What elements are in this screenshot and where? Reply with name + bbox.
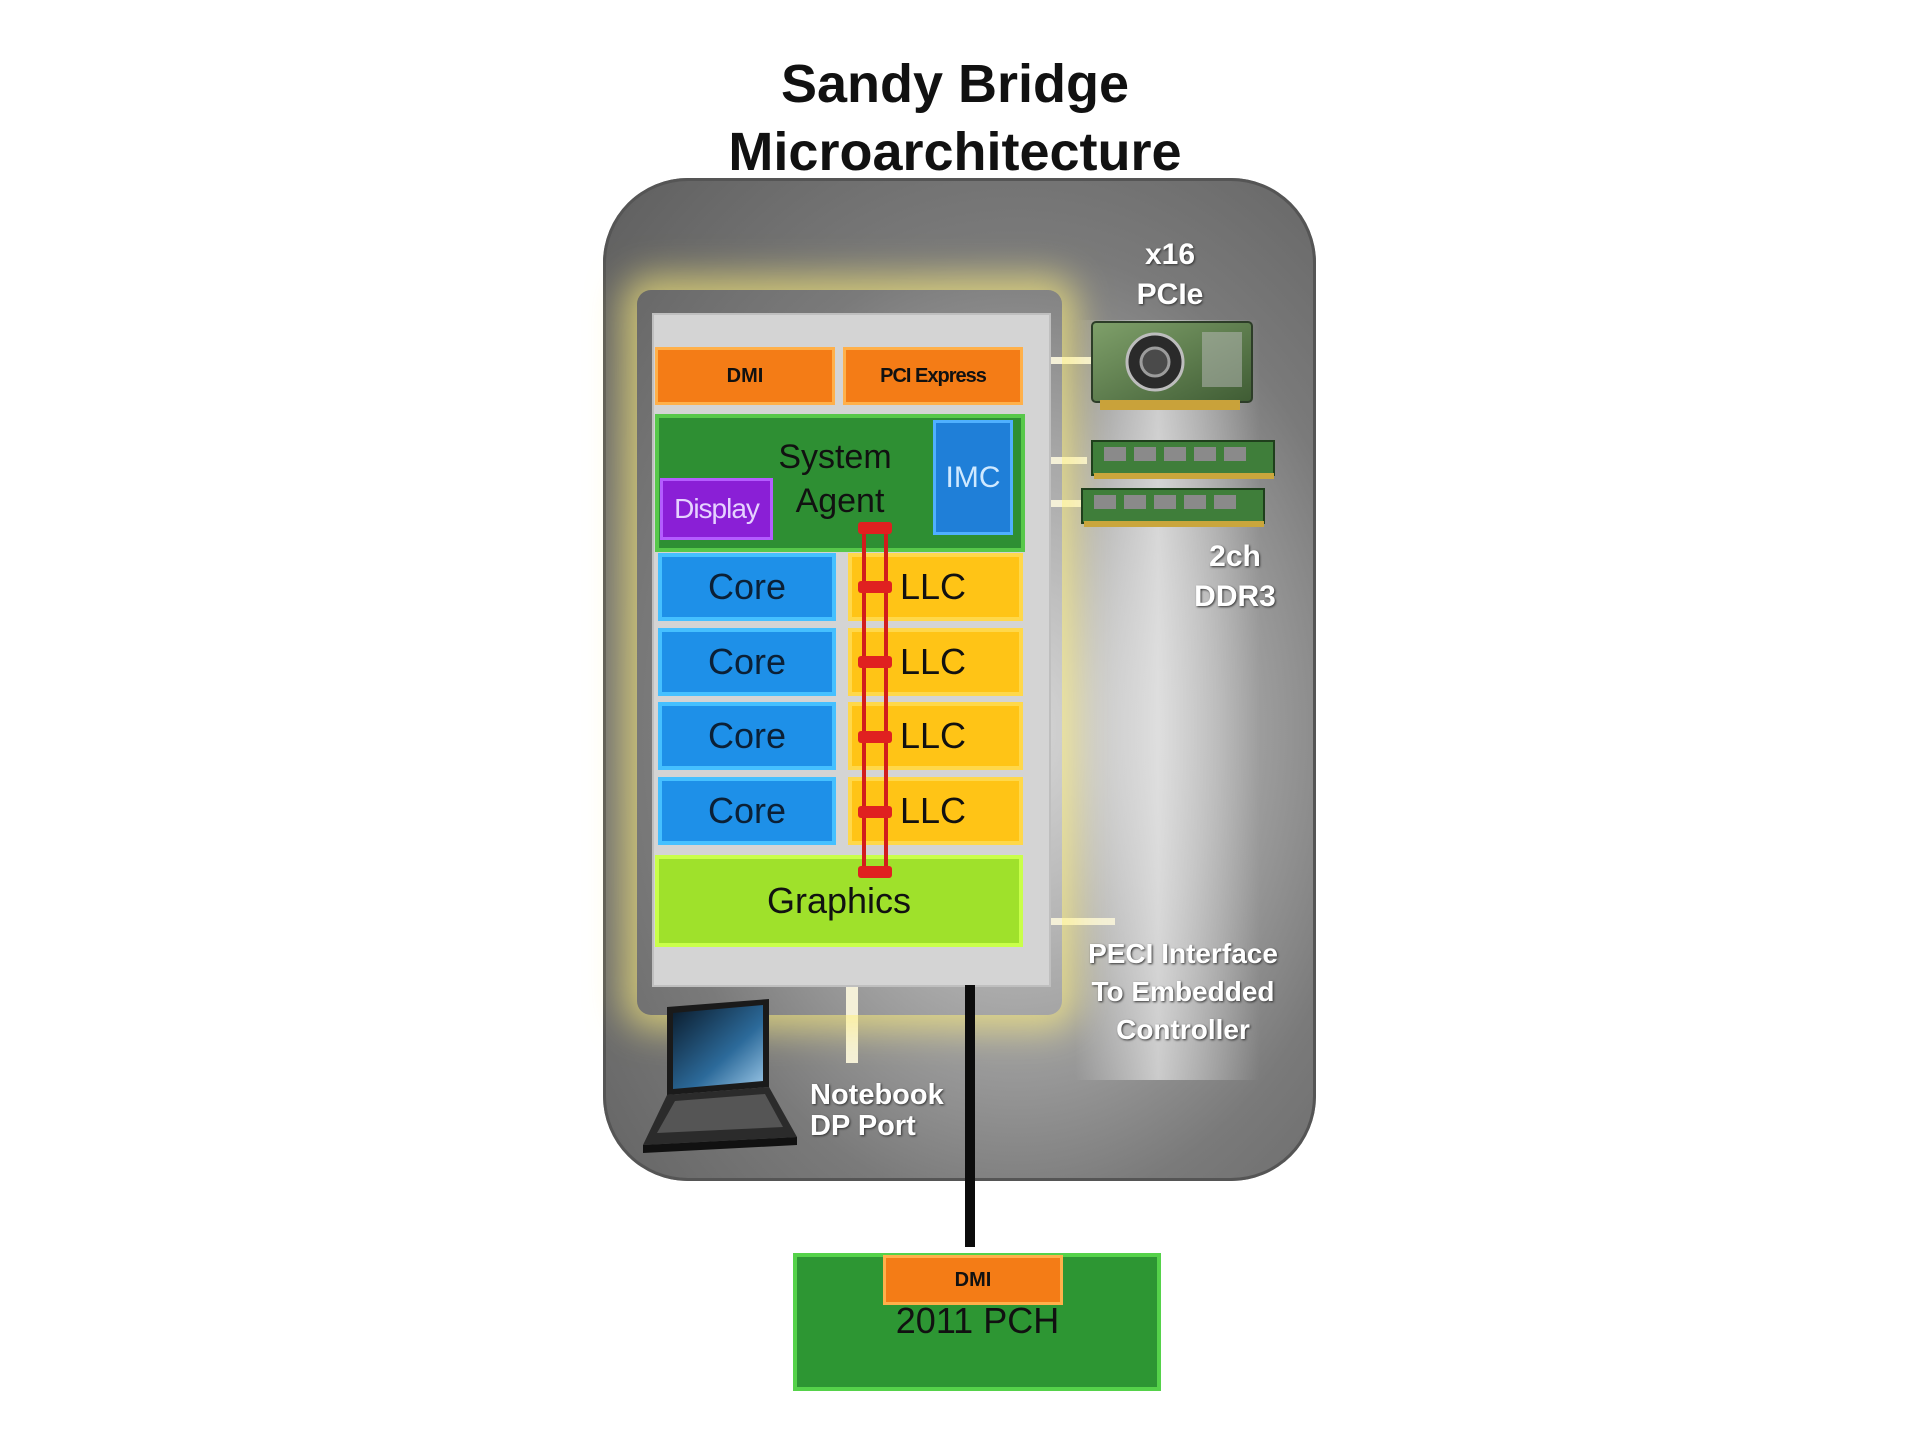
- core-block: Core: [658, 553, 836, 621]
- ring-stop: [858, 731, 892, 743]
- notebook-dp-label-line-1: Notebook: [810, 1079, 944, 1111]
- title-line-2: Microarchitecture: [728, 122, 1182, 182]
- core-block: Core: [658, 777, 836, 845]
- memory-module-icon: [1081, 488, 1265, 527]
- peci-label: PECI Interface To Embedded Controller: [1063, 935, 1303, 1049]
- diagram-title: Sandy Bridge Microarchitecture: [560, 50, 1350, 186]
- title-line-1: Sandy Bridge: [780, 54, 1130, 114]
- peci-label-line-3: Controller: [1116, 1014, 1250, 1045]
- ddr3-connector-2: [1047, 500, 1082, 507]
- graphics-card-icon: [1091, 321, 1253, 410]
- pcie-label-line-2: PCIe: [1136, 278, 1204, 311]
- notebook-dp-label-line-2: DP Port: [810, 1110, 916, 1142]
- display-block: Display: [660, 478, 773, 540]
- dmi-block: DMI: [655, 347, 835, 405]
- system-agent-label-line-1: System: [778, 438, 892, 476]
- ring-stop: [858, 522, 892, 534]
- system-agent-label: System Agent: [760, 435, 910, 523]
- core-block: Core: [658, 702, 836, 770]
- dp-connector: [846, 983, 858, 1063]
- ddr3-label-line-2: DDR3: [1194, 580, 1276, 613]
- ring-stop: [858, 581, 892, 593]
- ddr3-label-line-1: 2ch: [1209, 540, 1261, 573]
- pcie-label-line-1: x16: [1144, 238, 1196, 271]
- laptop-icon: [643, 999, 797, 1153]
- pcie-label: x16 PCIe: [1120, 235, 1220, 315]
- pcie-connector: [1047, 357, 1092, 364]
- peci-label-line-1: PECI Interface: [1088, 938, 1278, 969]
- ring-stop: [858, 656, 892, 668]
- peci-connector: [1047, 918, 1115, 925]
- ring-stop: [858, 866, 892, 878]
- dmi-link: [965, 985, 975, 1247]
- peci-label-line-2: To Embedded: [1091, 976, 1275, 1007]
- memory-module-icon: [1091, 440, 1275, 479]
- ring-stop: [858, 806, 892, 818]
- llc-block: LLC: [848, 628, 1023, 696]
- pci-express-block: PCI Express: [843, 347, 1023, 405]
- core-block: Core: [658, 628, 836, 696]
- pch-label: 2011 PCH: [895, 1300, 1060, 1341]
- graphics-block: Graphics: [655, 855, 1023, 947]
- pch-dmi-block: DMI: [883, 1255, 1063, 1305]
- notebook-dp-label: Notebook DP Port: [810, 1080, 980, 1142]
- ring-bus: [862, 527, 888, 872]
- ddr3-label: 2ch DDR3: [1175, 537, 1295, 617]
- ddr3-connector-1: [1047, 457, 1087, 464]
- system-agent-label-line-2: Agent: [795, 482, 885, 520]
- imc-block: IMC: [933, 420, 1013, 535]
